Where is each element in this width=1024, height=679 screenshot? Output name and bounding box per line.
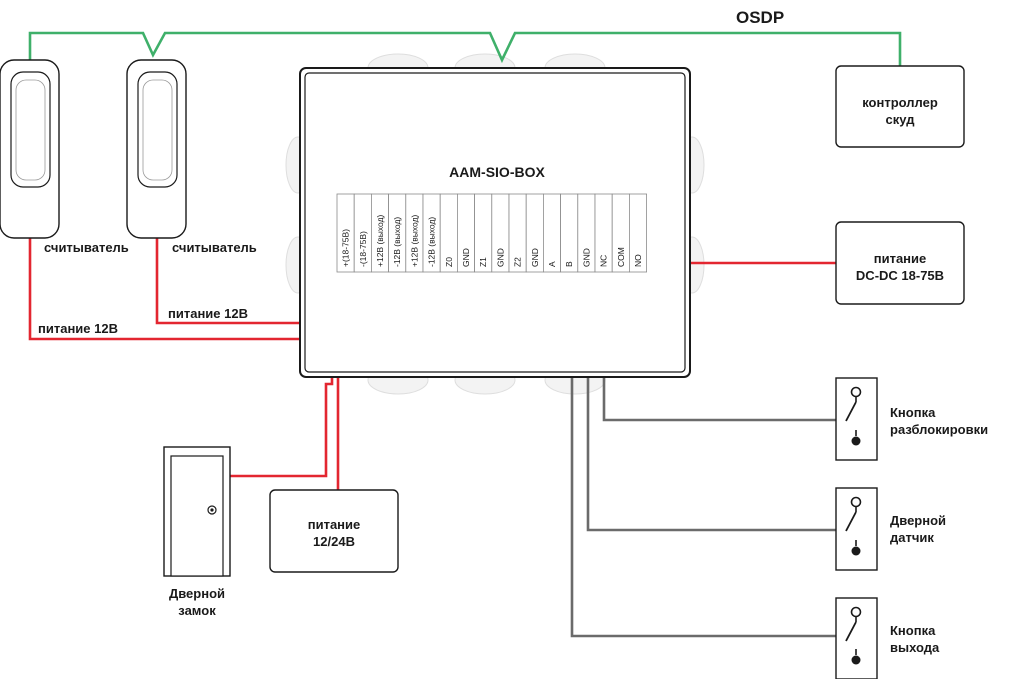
reader1-power-wire	[28, 238, 300, 341]
lock-power-wire-1	[230, 377, 334, 478]
power-lock-box	[269, 489, 399, 573]
door-lock-icon	[163, 446, 231, 577]
main-box-title: AAM-SIO-BOX	[449, 164, 545, 180]
reader1-label: считыватель	[44, 240, 129, 255]
exit-button-icon	[835, 597, 878, 679]
osdp-bus-wire	[28, 31, 902, 66]
door-lock-label-line1: Дверной	[169, 586, 225, 601]
unlock-button-wire	[602, 377, 836, 422]
power-dc-box	[835, 221, 965, 305]
exit-button-label-line1: Кнопка	[890, 623, 936, 638]
reader-1	[0, 59, 60, 239]
terminal-label: Z1	[478, 257, 488, 267]
reader2-power-wire	[155, 238, 300, 325]
terminal-cell	[629, 193, 648, 273]
controller-label-line2: скуд	[886, 112, 916, 127]
terminal-label: NO	[633, 254, 643, 267]
terminal-label: GND	[461, 248, 471, 267]
unlock-button-label-line2: разблокировки	[890, 422, 988, 437]
door-sensor-label-line1: Дверной	[890, 513, 946, 528]
terminal-label: B	[564, 261, 574, 267]
terminal-cell	[560, 193, 579, 273]
reader-2	[126, 59, 187, 239]
exit-button-label-line2: выхода	[890, 640, 940, 655]
door-sensor-icon	[835, 487, 878, 571]
unlock-button-label-line1: Кнопка	[890, 405, 936, 420]
reader1-power-label: питание 12В	[38, 321, 118, 336]
terminal-label: A	[547, 261, 557, 267]
power-dc-label-line2: DC-DC 18-75В	[856, 268, 944, 283]
door-sensor-wire	[586, 377, 836, 532]
reader2-power-label: питание 12В	[168, 306, 248, 321]
terminal-label: -(18-75В)	[358, 231, 368, 267]
power-dc-label-line1: питание	[874, 251, 927, 266]
terminal-label: NC	[599, 255, 609, 267]
power-lock-label-line1: питание	[308, 517, 361, 532]
door-lock-label-line2: замок	[178, 603, 216, 618]
terminal-block: +(18-75В) -(18-75В) +12В (выход) -12В (выхо…	[336, 193, 648, 273]
terminal-label: GND	[530, 248, 540, 267]
terminal-label: +(18-75В)	[341, 229, 351, 267]
terminal-label: Z0	[444, 257, 454, 267]
terminal-label: COM	[616, 247, 626, 267]
osdp-label: OSDP	[736, 8, 784, 27]
controller-label-line1: контроллер	[862, 95, 938, 110]
power-lock-label-line2: 12/24В	[313, 534, 355, 549]
terminal-label: GND	[495, 248, 505, 267]
terminal-cell	[543, 193, 562, 273]
terminal-label: +12В (выход)	[409, 214, 419, 267]
door-sensor-label-line2: датчик	[890, 530, 934, 545]
terminal-label: +12В (выход)	[375, 214, 385, 267]
terminal-label: GND	[581, 248, 591, 267]
exit-button-wire	[570, 377, 836, 638]
unlock-button-icon	[835, 377, 878, 461]
controller-box	[835, 65, 965, 148]
terminal-label: -12В (выход)	[392, 217, 402, 267]
terminal-label: Z2	[513, 257, 523, 267]
reader2-label: считыватель	[172, 240, 257, 255]
terminal-label: -12В (выход)	[427, 217, 437, 267]
